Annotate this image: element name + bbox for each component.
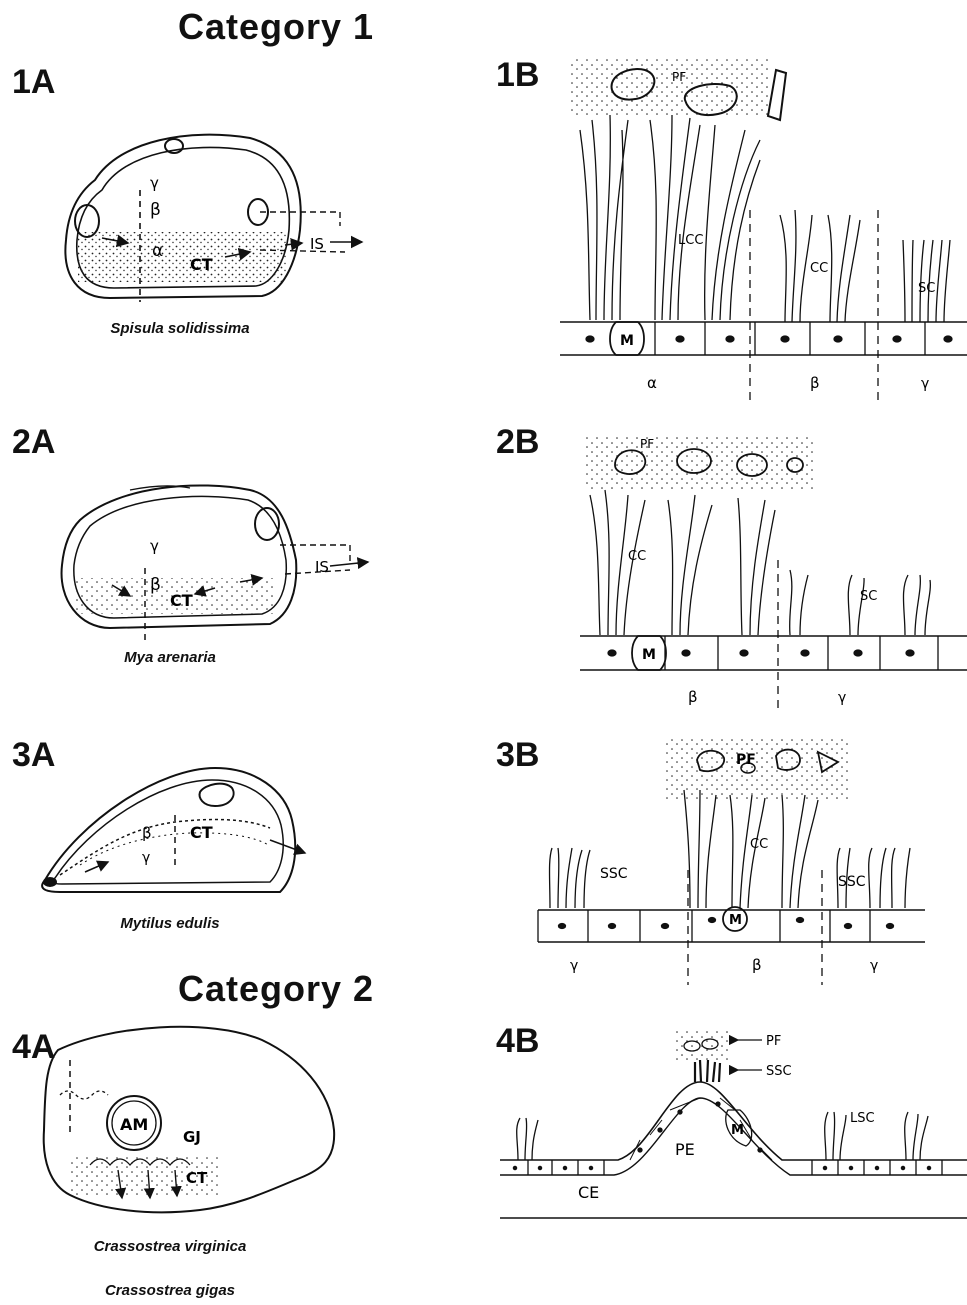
cilia-diagram-2b: [580, 435, 967, 712]
lcc-cilia-bundle: [580, 115, 760, 320]
label-3b-beta: β: [752, 956, 762, 974]
label-1b-lcc: LCC: [678, 233, 703, 248]
cilia-diagram-1b: [560, 58, 967, 405]
label-4b-pf: PF: [766, 1034, 781, 1049]
label-1a-gamma: γ: [150, 174, 159, 192]
label-4b-ssc: SSC: [766, 1064, 792, 1079]
label-1b-beta: β: [810, 374, 820, 392]
label-3b-m: M: [729, 913, 742, 928]
label-1b-sc: SC: [918, 281, 935, 296]
shell-diagram-1a: [65, 135, 362, 302]
label-4a-gj: GJ: [183, 1128, 201, 1146]
label-1b-alpha: α: [647, 374, 657, 392]
label-1b-gamma: γ: [921, 376, 929, 392]
label-4b-pe: PE: [675, 1140, 695, 1159]
label-3b-gamma-left: γ: [570, 958, 578, 974]
label-1a-beta: β: [150, 200, 161, 220]
label-2b-cc: CC: [628, 549, 646, 564]
label-2b-sc: SC: [860, 589, 877, 604]
label-2b-beta: β: [688, 688, 698, 706]
label-3a-beta: β: [142, 824, 152, 842]
label-1a-alpha: α: [152, 241, 163, 261]
label-4a-am: AM: [120, 1115, 148, 1134]
label-2a-gamma: γ: [150, 537, 159, 555]
label-1b-m: M: [620, 333, 634, 349]
label-2a-beta: β: [150, 575, 161, 595]
label-3a-gamma: γ: [142, 850, 150, 866]
label-4b-lsc: LSC: [850, 1111, 875, 1126]
cilia-diagram-3b: [538, 738, 925, 985]
label-1b-pf: PF: [672, 70, 686, 84]
label-4b-m: M: [731, 1123, 744, 1138]
label-3b-ssc-left: SSC: [600, 866, 628, 882]
shell-diagram-3a: [42, 768, 305, 892]
label-3b-gamma-right: γ: [870, 958, 878, 974]
label-4b-ce: CE: [578, 1183, 599, 1202]
label-3b-pf: PF: [736, 752, 756, 768]
label-2a-is: IS: [315, 558, 329, 576]
label-2b-gamma: γ: [838, 690, 846, 706]
label-3b-cc: CC: [750, 837, 768, 852]
label-3a-ct: CT: [190, 823, 213, 842]
label-2b-m: M: [642, 647, 656, 663]
label-1b-cc: CC: [810, 261, 828, 276]
label-1a-is: IS: [310, 235, 324, 253]
label-2b-pf: PF: [640, 437, 654, 451]
label-4a-ct: CT: [186, 1169, 208, 1187]
label-3b-ssc-right: SSC: [838, 874, 866, 890]
label-2a-ct: CT: [170, 591, 193, 610]
label-1a-ct: CT: [190, 255, 213, 274]
